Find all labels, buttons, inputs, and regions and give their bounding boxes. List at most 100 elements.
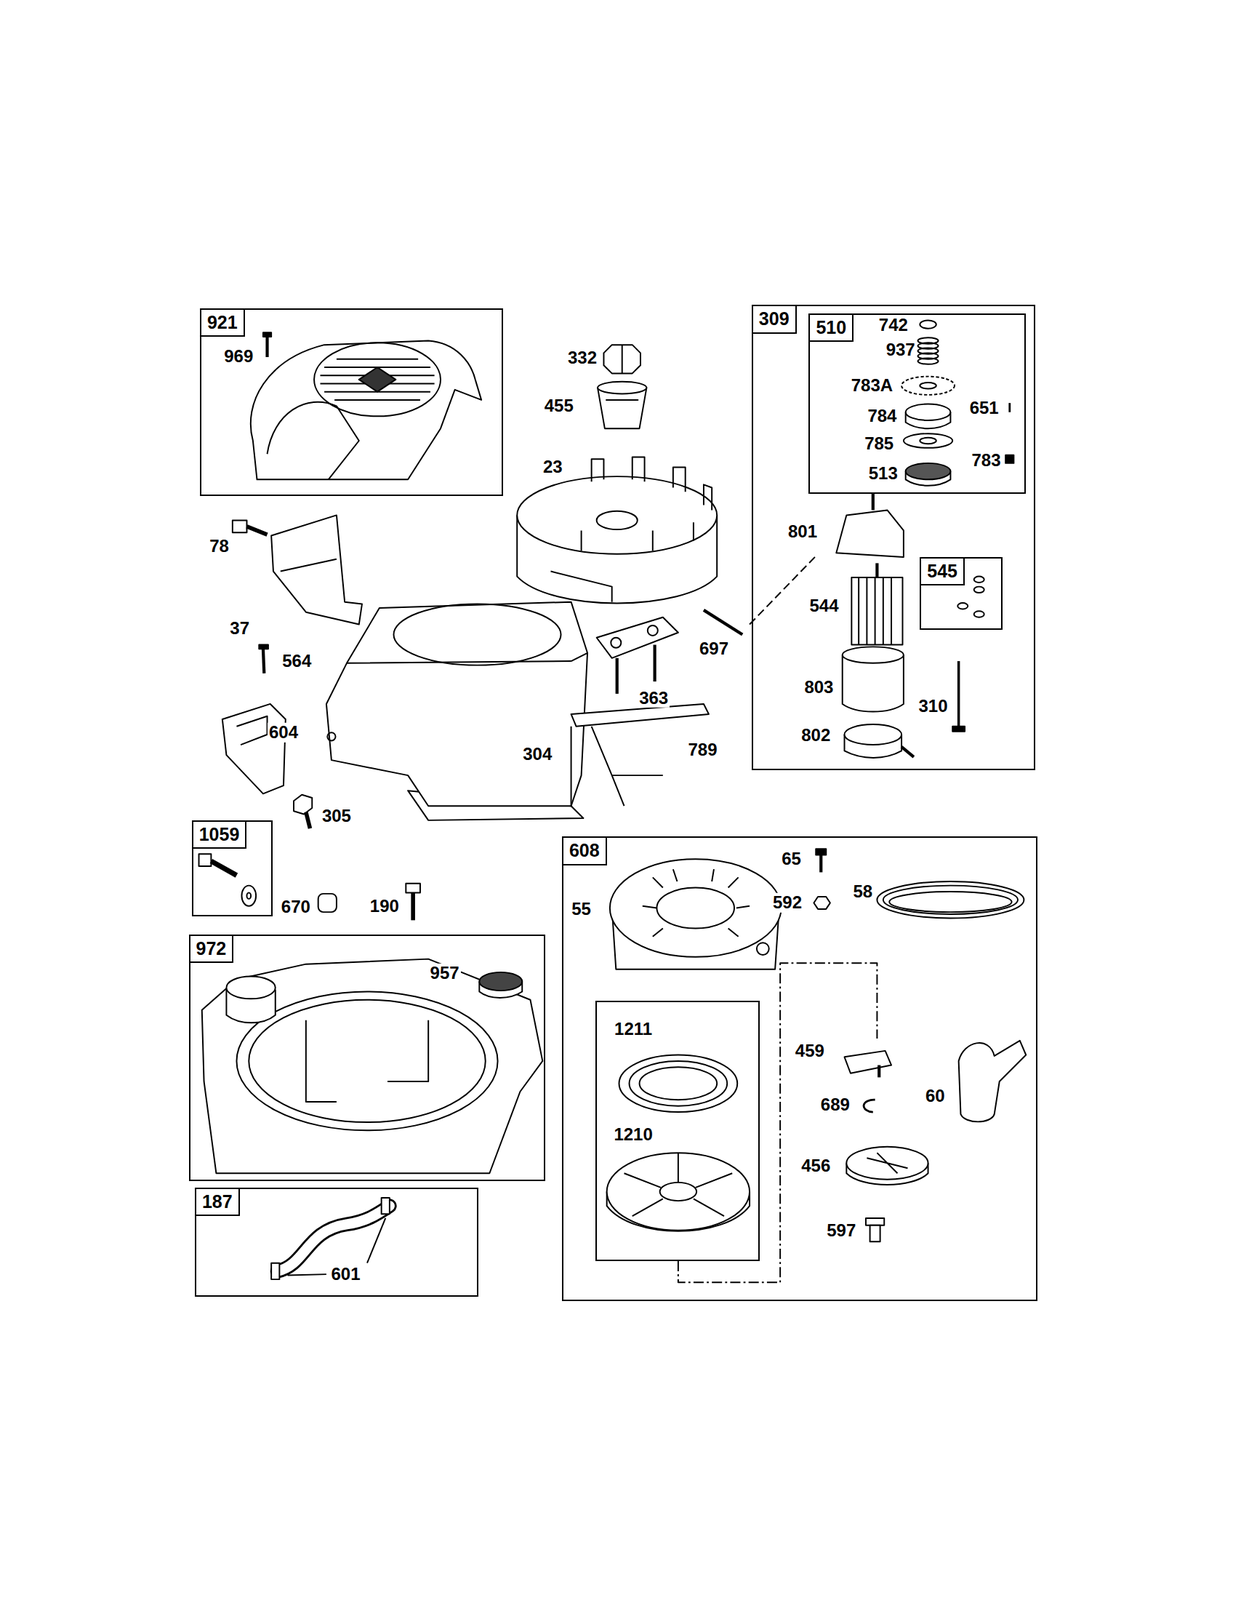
callout-number: 742: [877, 315, 910, 335]
pulley: [607, 1152, 750, 1231]
starter-end-plate: [844, 724, 914, 758]
blower-cover: [314, 342, 441, 416]
callout-number: 37: [228, 618, 251, 638]
group-tag: 309: [751, 304, 797, 334]
callout-number: 459: [793, 1041, 826, 1060]
handle: [958, 1040, 1027, 1122]
bolt: [232, 519, 248, 533]
flywheel: [581, 456, 713, 551]
bolt: [232, 519, 268, 535]
hose: [277, 1205, 390, 1271]
starter-housing: [842, 646, 904, 663]
group-tag: 510: [808, 313, 854, 343]
starter-cup: [597, 381, 647, 429]
callout-number: 23: [541, 457, 565, 477]
bolt: [246, 526, 267, 535]
armature: [596, 617, 679, 658]
bolt: [293, 794, 312, 815]
callout-number: 789: [687, 740, 720, 759]
bolt-washer: [199, 853, 212, 866]
callout-number: 310: [917, 696, 950, 716]
screw: [258, 644, 269, 650]
nut: [603, 344, 641, 373]
screw: [703, 609, 743, 635]
screw: [258, 644, 269, 674]
callout-number: 455: [543, 396, 576, 416]
callout-number: 304: [521, 743, 554, 763]
callout-number: 937: [884, 340, 917, 360]
blower-housing: [393, 603, 561, 665]
drive-parts: [1008, 402, 1011, 413]
bolt-washer: [241, 885, 256, 906]
bracket: [222, 703, 286, 794]
callout-number: 783: [969, 450, 1002, 469]
group-tag: 187: [194, 1187, 240, 1217]
callout-number: 597: [825, 1220, 858, 1240]
callout-number: 60: [924, 1085, 947, 1105]
recoil-housing: [656, 886, 735, 928]
nut: [621, 344, 624, 373]
starter-end-plate: [844, 724, 903, 745]
pulley: [607, 1152, 750, 1231]
drive-parts: [905, 463, 951, 480]
shield: [271, 514, 363, 624]
starter-cup: [597, 381, 647, 395]
stud: [405, 883, 421, 921]
blower-housing: [327, 732, 336, 741]
pulley: [660, 1182, 698, 1201]
handle: [958, 1040, 1027, 1122]
callout-number: 957: [428, 963, 461, 983]
kit-bracket: [678, 962, 878, 1282]
part-group-box: 510742937783A784651785783513: [808, 313, 1026, 494]
armature: [610, 637, 621, 648]
callout-number: 651: [968, 398, 1001, 418]
callout-number: 55: [569, 899, 593, 919]
callout-number: 697: [697, 639, 730, 658]
callout-number: 58: [851, 881, 874, 901]
screw: [815, 848, 826, 872]
stud: [405, 883, 421, 893]
part-group-box: 12111210: [595, 1000, 760, 1261]
callout-number: 784: [865, 406, 898, 426]
callout-number: 783A: [849, 375, 895, 395]
shield: [280, 559, 337, 572]
nut: [603, 344, 641, 373]
rope: [876, 881, 1024, 919]
retainer: [866, 1152, 908, 1173]
bolt-washer: [246, 892, 251, 898]
bolt-washer: [199, 853, 257, 906]
group-tag: 608: [561, 836, 608, 866]
washer-set: [974, 576, 985, 583]
callout-number: 1210: [612, 1124, 654, 1144]
shroud: [226, 975, 275, 999]
callout-number: 689: [819, 1094, 852, 1114]
recoil-housing: [609, 858, 782, 970]
callout-number: 305: [320, 806, 353, 826]
callout-number: 670: [279, 897, 312, 917]
part-group-box: 187601: [194, 1187, 479, 1297]
callout-number: 801: [786, 521, 819, 541]
spacer: [318, 893, 337, 912]
callout-number: 802: [799, 725, 832, 745]
flywheel: [596, 511, 638, 530]
drive-parts: [919, 437, 936, 444]
flywheel: [516, 456, 717, 603]
blower-cover: [267, 402, 360, 480]
drive-parts: [901, 319, 1014, 485]
retainer-ring: [863, 1099, 876, 1112]
drive-parts: [903, 433, 953, 448]
bracket: [222, 703, 286, 794]
screw: [263, 332, 272, 337]
pawl: [844, 1050, 893, 1074]
rope: [883, 885, 1018, 914]
callout-number: 456: [799, 1155, 832, 1175]
pulley: [624, 1152, 733, 1216]
armature: [647, 625, 658, 636]
drive-parts: [905, 404, 951, 421]
group-tag: 921: [199, 308, 246, 338]
blower-housing: [326, 601, 588, 821]
blower-cover: [250, 340, 482, 480]
rope: [889, 891, 1012, 912]
screw: [865, 1217, 885, 1226]
bolt-washer: [210, 860, 237, 876]
